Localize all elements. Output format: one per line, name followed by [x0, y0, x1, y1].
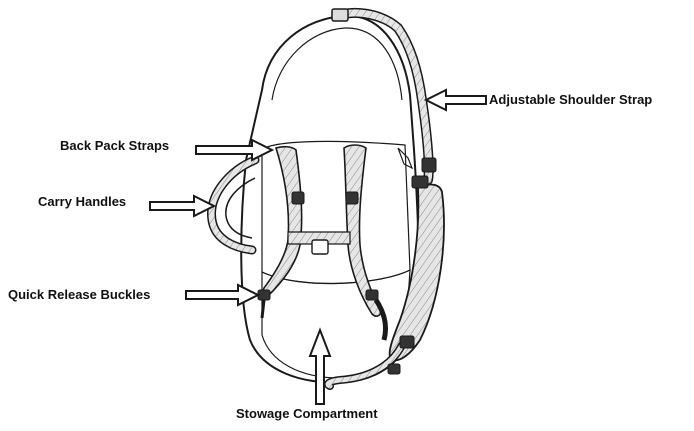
pack-body: [241, 16, 419, 382]
strap-adjuster-right: [346, 192, 358, 204]
strap-adjuster-left: [292, 192, 304, 204]
shoulder-buckle-tail: [388, 364, 400, 374]
shoulder-buckle-lower: [412, 176, 428, 188]
arrow-carry-handles: [150, 196, 214, 216]
label-back-pack-straps: Back Pack Straps: [60, 138, 169, 154]
shoulder-strap-top-loop: [332, 9, 348, 21]
lower-strap-tail-left: [262, 300, 264, 318]
arrow-shoulder-strap: [426, 90, 486, 110]
shoulder-buckle-bottom: [400, 336, 414, 348]
shoulder-buckle-upper: [422, 158, 436, 172]
yoke-buckle: [312, 240, 328, 254]
quick-release-buckle-right: [366, 290, 378, 300]
label-adjustable-shoulder-strap: Adjustable Shoulder Strap: [489, 92, 652, 108]
label-quick-release-buckles: Quick Release Buckles: [8, 287, 150, 303]
label-carry-handles: Carry Handles: [38, 194, 126, 210]
label-stowage-compartment: Stowage Compartment: [236, 406, 378, 422]
